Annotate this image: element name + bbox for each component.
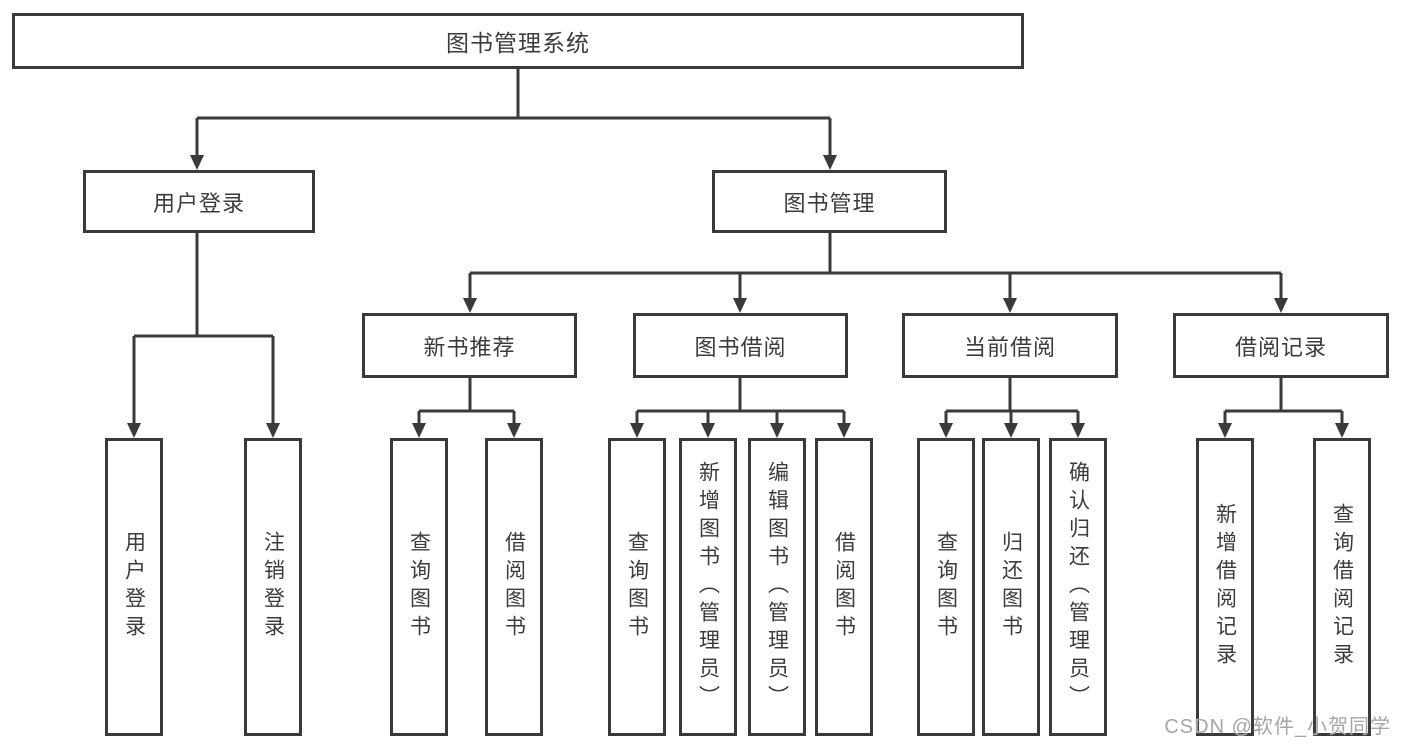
- node-label: 借阅图书: [832, 531, 856, 643]
- node-query-books-recommend: 查询图书: [390, 438, 448, 736]
- node-add-borrow-record: 新增借阅记录: [1196, 438, 1254, 736]
- node-label: 借阅图书: [502, 531, 526, 643]
- node-query-books-current: 查询图书: [917, 438, 975, 736]
- node-label: 新书推荐: [423, 334, 516, 360]
- node-user-login: 用户登录: [105, 438, 163, 736]
- node-label: 图书管理: [783, 190, 876, 216]
- node-label: 用户登录: [152, 190, 245, 216]
- node-label: 当前借阅: [963, 334, 1056, 360]
- node-borrow-books-recommend: 借阅图书: [485, 438, 543, 736]
- node-label: 编辑图书（管理员）: [765, 461, 789, 713]
- node-library-management-system: 图书管理系统: [12, 13, 1024, 69]
- node-add-books-admin: 新增图书（管理员）: [679, 438, 737, 736]
- node-query-borrow-record: 查询借阅记录: [1313, 438, 1371, 736]
- node-book-management-module: 图书管理: [712, 170, 947, 233]
- node-return-books: 归还图书: [982, 438, 1040, 736]
- node-label: 注销登录: [261, 531, 285, 643]
- arrowheads: [127, 155, 1349, 438]
- node-label: 查询借阅记录: [1330, 503, 1354, 671]
- node-label: 新增借阅记录: [1213, 503, 1237, 671]
- node-borrow-books: 借阅图书: [815, 438, 873, 736]
- node-label: 确认归还（管理员）: [1066, 461, 1090, 713]
- node-label: 图书管理系统: [446, 30, 590, 56]
- node-current-borrowing: 当前借阅: [902, 313, 1118, 378]
- node-label: 借阅记录: [1234, 334, 1327, 360]
- connector-paths: [132, 67, 1344, 426]
- node-edit-books-admin: 编辑图书（管理员）: [748, 438, 806, 736]
- node-user-login-module: 用户登录: [83, 170, 315, 233]
- node-book-borrowing: 图书借阅: [633, 313, 848, 378]
- node-new-book-recommendation: 新书推荐: [362, 313, 577, 378]
- node-label: 查询图书: [407, 531, 431, 643]
- node-label: 图书借阅: [694, 334, 787, 360]
- node-label: 归还图书: [999, 531, 1023, 643]
- node-query-books-borrow: 查询图书: [608, 438, 666, 736]
- node-logout: 注销登录: [244, 438, 302, 736]
- node-label: 用户登录: [122, 531, 146, 643]
- csdn-watermark: CSDN @软件_小贺同学: [1164, 716, 1391, 738]
- node-label: 查询图书: [934, 531, 958, 643]
- node-label: 新增图书（管理员）: [696, 461, 720, 713]
- node-confirm-return-admin: 确认归还（管理员）: [1049, 438, 1107, 736]
- node-label: 查询图书: [625, 531, 649, 643]
- node-borrowing-records: 借阅记录: [1173, 313, 1389, 378]
